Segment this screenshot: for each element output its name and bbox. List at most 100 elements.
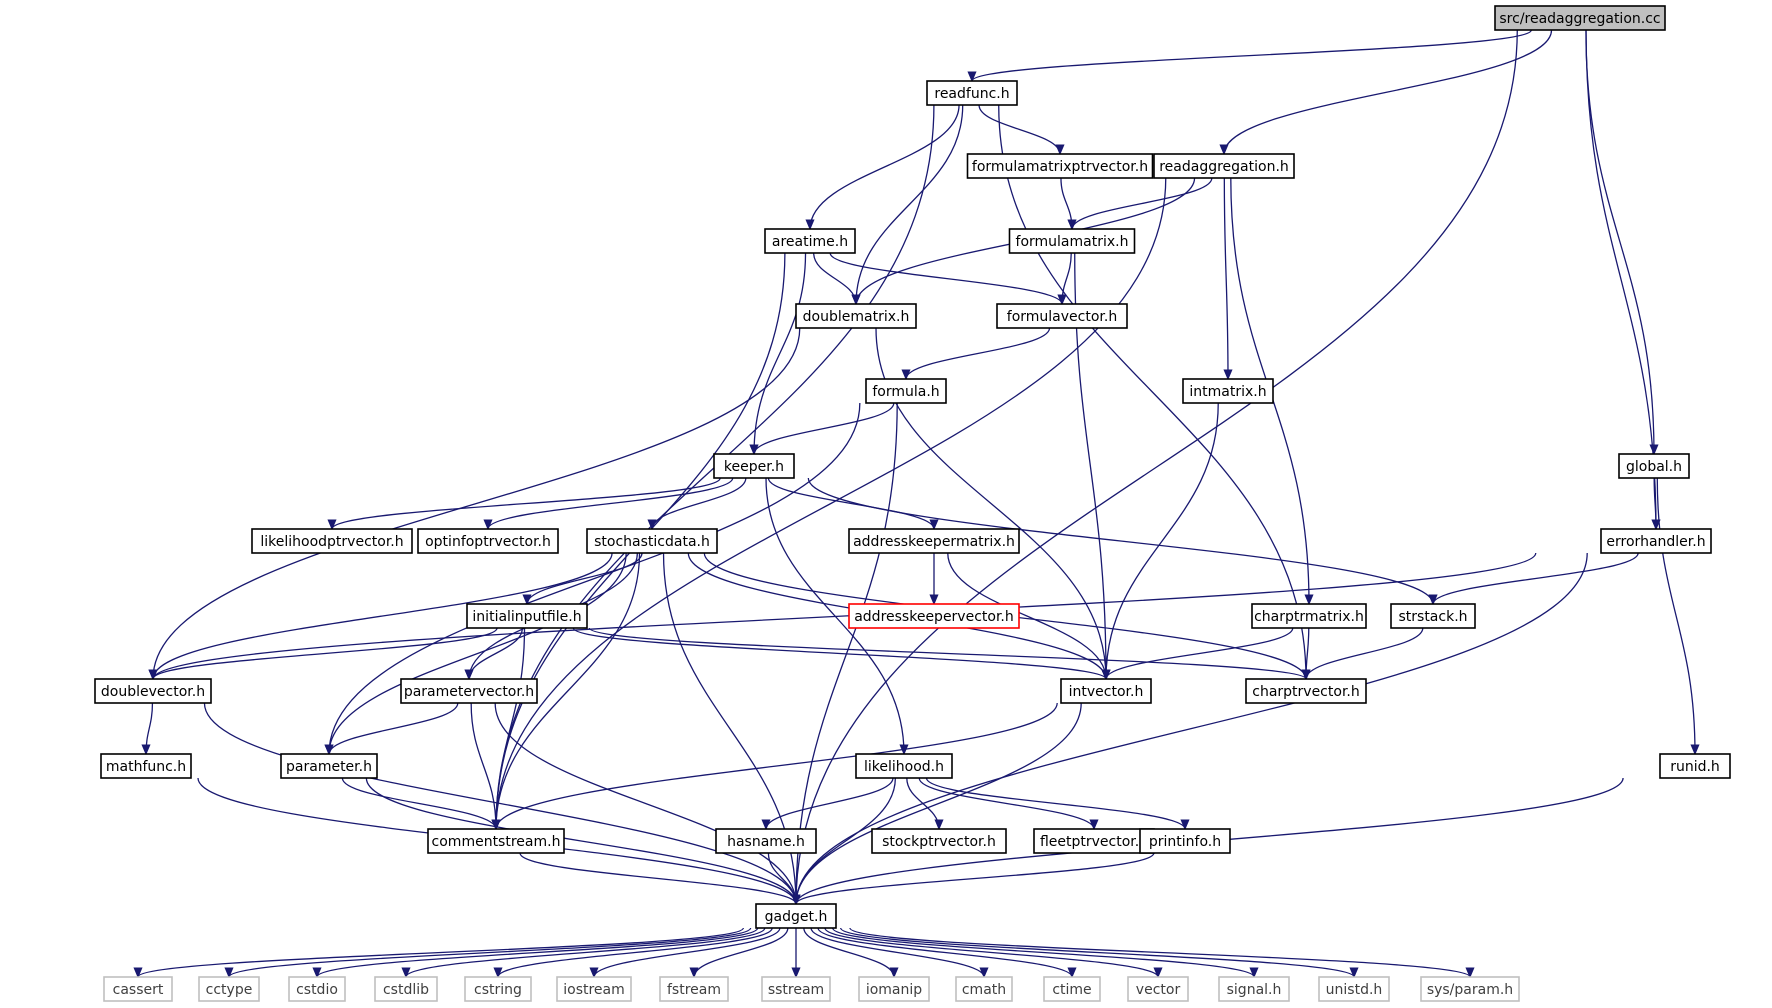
node-mathfunc[interactable]: mathfunc.h [100,753,192,779]
node-formulamatrixptrvector[interactable]: formulamatrixptrvector.h [966,153,1154,179]
edge-likelihood-to-hasname [761,777,894,831]
node-global[interactable]: global.h [1618,453,1690,479]
edge-root-to-readfunc [967,29,1533,83]
node-formula[interactable]: formula.h [865,378,947,404]
edge-likelihood-to-stockptrvector [906,777,944,831]
node-box [556,976,632,1002]
node-label: intvector.h [1069,684,1144,700]
node-readfunc[interactable]: readfunc.h [926,80,1018,106]
node-likelihoodptrvector[interactable]: likelihoodptrvector.h [251,528,413,554]
edge-arrowhead [1249,967,1259,979]
node-label: fstream [667,982,721,998]
edge-arrowhead [851,294,861,306]
node-signal: signal.h [1218,976,1290,1002]
edge-arrowhead [647,519,657,531]
edge-line [316,927,759,978]
node-keeper[interactable]: keeper.h [713,453,795,479]
node-commentstream[interactable]: commentstream.h [427,828,565,854]
node-readaggregation[interactable]: readaggregation.h [1153,153,1295,179]
node-doublevector[interactable]: doublevector.h [94,678,212,704]
edge-line [519,852,797,905]
edge-arrowhead [133,967,143,979]
edge-line [365,777,797,905]
edge-arrowhead [901,369,911,381]
node-box [1600,528,1712,554]
node-gadget[interactable]: gadget.h [755,903,837,929]
node-label: sys/param.h [1427,982,1513,998]
node-fleetptrvector[interactable]: fleetptrvector.h [1033,828,1155,854]
edge-line [526,552,643,605]
node-box [251,528,413,554]
edge-line [1585,29,1655,455]
edge-arrowhead [1153,967,1163,979]
edge-initialinputfile-to-intvector [572,627,1111,681]
node-box [761,976,831,1002]
node-box [374,976,438,1002]
node-charptrvector[interactable]: charptrvector.h [1245,678,1367,704]
node-box [1033,828,1155,854]
edge-gadget-to-ctime [817,927,1077,979]
edge-gadget-to-cassert [133,927,745,979]
node-hasname[interactable]: hasname.h [715,828,817,854]
edge-arrowhead [1223,369,1233,381]
edge-line [494,702,797,905]
node-cctype: cctype [198,976,260,1002]
edge-intvector-to-commentstream [491,702,1058,831]
edge-line [753,402,895,455]
node-formulavector[interactable]: formulavector.h [996,303,1128,329]
edge-arrowhead [327,519,337,531]
node-box [1420,976,1520,1002]
edge-line [918,777,1095,830]
node-iostream: iostream [556,976,632,1002]
node-optinfoptrvector[interactable]: optinfoptrvector.h [417,528,559,554]
edge-line [331,477,721,530]
node-addresskeepervector[interactable]: addresskeepervector.h [848,603,1020,629]
edge-arrowhead [749,444,759,456]
node-box [1618,453,1690,479]
node-stochasticdata[interactable]: stochasticdata.h [586,528,718,554]
node-strstack[interactable]: strstack.h [1390,603,1476,629]
node-formulamatrix[interactable]: formulamatrix.h [1008,228,1136,254]
node-printinfo[interactable]: printinfo.h [1139,828,1231,854]
node-areatime[interactable]: areatime.h [764,228,856,254]
edge-gadget-to-cmath [810,927,989,979]
edge-arrowhead [324,744,334,756]
edge-arrowhead [1690,744,1700,756]
node-parametervector[interactable]: parametervector.h [400,678,538,704]
edge-keeper-to-likelihoodptrvector [327,477,721,531]
edge-arrowhead [889,967,899,979]
node-initialinputfile[interactable]: initialinputfile.h [466,603,588,629]
node-ctime: ctime [1043,976,1101,1002]
edge-formulamatrixptrvector-to-formulamatrix [1060,177,1077,231]
node-intmatrix[interactable]: intmatrix.h [1182,378,1274,404]
node-parameter[interactable]: parameter.h [280,753,378,779]
node-likelihood[interactable]: likelihood.h [855,753,953,779]
node-stockptrvector[interactable]: stockptrvector.h [871,828,1007,854]
node-box [1008,228,1136,254]
edge-line [137,927,745,978]
edge-likelihood-to-printinfo [925,777,1190,831]
node-doublematrix[interactable]: doublematrix.h [795,303,917,329]
node-box [1390,603,1476,629]
node-runid[interactable]: runid.h [1659,753,1731,779]
edge-line [795,702,1082,905]
node-box [1139,828,1231,854]
edge-line [795,852,1155,905]
node-root[interactable]: src/readaggregation.cc [1494,5,1666,31]
node-label: doublematrix.h [803,309,910,325]
node-label: runid.h [1670,759,1720,775]
node-label: keeper.h [724,459,784,475]
edge-line [817,927,1073,978]
node-addresskeepermatrix[interactable]: addresskeepermatrix.h [848,528,1020,554]
edge-line [925,777,1186,830]
edge-line [839,927,1355,978]
node-errorhandler[interactable]: errorhandler.h [1600,528,1712,554]
node-box [715,828,817,854]
node-charptrmatrix[interactable]: charptrmatrix.h [1251,603,1367,629]
edge-gadget-to-sysparam [849,927,1475,979]
edge-arrowhead [805,219,815,231]
edge-arrowhead [493,967,503,979]
edge-arrowhead [967,71,977,83]
node-label: areatime.h [772,234,848,250]
node-intvector[interactable]: intvector.h [1060,678,1152,704]
